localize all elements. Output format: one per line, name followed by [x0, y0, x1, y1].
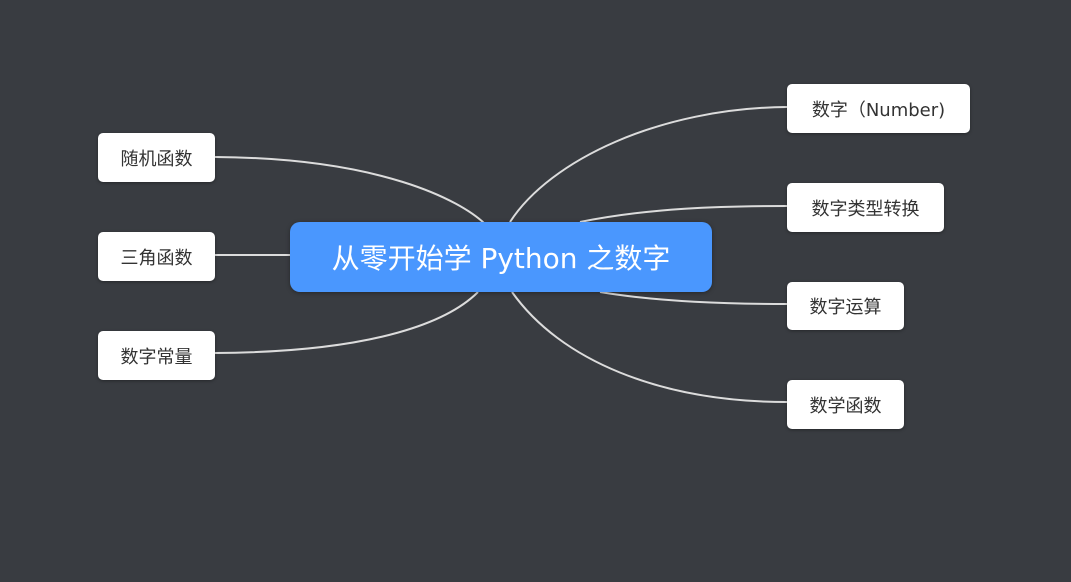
- link-type-conversion: [579, 205, 788, 223]
- link-number-constants: [214, 291, 479, 354]
- topic-math-functions[interactable]: 数学函数: [787, 380, 904, 429]
- topic-trig-functions[interactable]: 三角函数: [98, 232, 215, 281]
- link-math-functions: [511, 291, 788, 403]
- root-topic[interactable]: 从零开始学 Python 之数字: [290, 222, 712, 292]
- topic-number[interactable]: 数字（Number): [787, 84, 970, 133]
- link-random-functions: [214, 156, 486, 225]
- topic-number-operations[interactable]: 数字运算: [787, 282, 904, 330]
- link-number-operations: [599, 291, 788, 305]
- topic-type-conversion[interactable]: 数字类型转换: [787, 183, 944, 232]
- topic-number-constants[interactable]: 数字常量: [98, 331, 215, 380]
- topic-random-functions[interactable]: 随机函数: [98, 133, 215, 182]
- link-number: [509, 106, 788, 223]
